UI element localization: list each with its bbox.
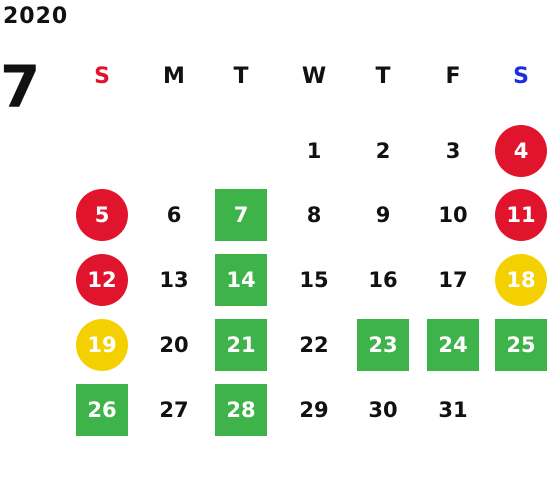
day-cell[interactable]: 7 [215, 189, 267, 241]
day-cell[interactable]: 20 [159, 333, 189, 357]
day-cell[interactable]: 6 [166, 203, 182, 227]
day-cell[interactable]: 3 [445, 139, 461, 163]
day-cell[interactable]: 2 [375, 139, 391, 163]
day-cell[interactable]: 29 [299, 398, 329, 422]
weekday-header: M [163, 64, 185, 89]
weekday-header: S [513, 64, 529, 89]
day-cell[interactable]: 22 [299, 333, 329, 357]
day-cell[interactable]: 17 [438, 268, 468, 292]
day-cell[interactable]: 25 [495, 319, 547, 371]
day-cell[interactable]: 10 [438, 203, 468, 227]
day-cell[interactable]: 1 [306, 139, 322, 163]
day-cell[interactable]: 24 [427, 319, 479, 371]
day-cell[interactable]: 9 [375, 203, 391, 227]
weekday-header: S [94, 64, 110, 89]
day-cell[interactable]: 23 [357, 319, 409, 371]
day-cell[interactable]: 5 [76, 189, 128, 241]
day-cell[interactable]: 19 [76, 319, 128, 371]
day-cell[interactable]: 27 [159, 398, 189, 422]
day-cell[interactable]: 31 [438, 398, 468, 422]
day-cell[interactable]: 4 [495, 125, 547, 177]
day-cell[interactable]: 15 [299, 268, 329, 292]
day-cell[interactable]: 8 [306, 203, 322, 227]
day-cell[interactable]: 11 [495, 189, 547, 241]
day-cell[interactable]: 14 [215, 254, 267, 306]
month-label: 7 [0, 53, 41, 121]
day-cell[interactable]: 13 [159, 268, 189, 292]
day-cell[interactable]: 21 [215, 319, 267, 371]
day-cell[interactable]: 18 [495, 254, 547, 306]
day-cell[interactable]: 30 [368, 398, 398, 422]
weekday-header: F [445, 64, 461, 89]
weekday-header: T [375, 64, 391, 89]
year-label: 2020 [3, 4, 69, 29]
day-cell[interactable]: 12 [76, 254, 128, 306]
day-cell[interactable]: 16 [368, 268, 398, 292]
day-cell[interactable]: 28 [215, 384, 267, 436]
day-cell[interactable]: 26 [76, 384, 128, 436]
weekday-header: W [301, 64, 327, 89]
weekday-header: T [233, 64, 249, 89]
